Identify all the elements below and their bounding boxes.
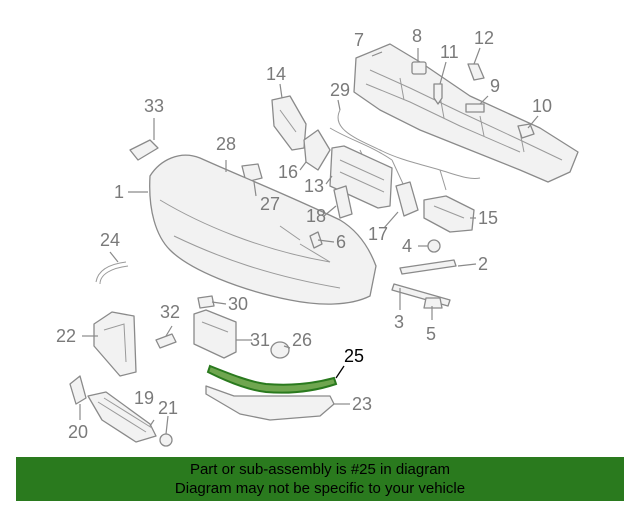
callout-30: 30 <box>228 294 248 314</box>
callout-12: 12 <box>474 28 494 48</box>
callout-13: 13 <box>304 176 324 196</box>
part-2-strip <box>399 259 457 275</box>
part-16-bracket <box>303 129 331 171</box>
callout-27: 27 <box>260 194 280 214</box>
part-8-clip <box>411 61 427 75</box>
callout-33: 33 <box>144 96 164 116</box>
callout-2: 2 <box>478 254 488 274</box>
part-1-bumper-cover <box>149 154 377 305</box>
callout-23: 23 <box>352 394 372 414</box>
part-4-clip <box>427 239 441 253</box>
part-10-nut <box>517 123 535 139</box>
callout-6: 6 <box>336 232 346 252</box>
callout-1: 1 <box>114 182 124 202</box>
callout-29: 29 <box>330 80 350 100</box>
part-29-wiring-harness <box>329 109 481 191</box>
callout-16: 16 <box>278 162 298 182</box>
callout-25-highlighted: 25 <box>344 346 364 366</box>
callout-10: 10 <box>532 96 552 116</box>
callout-8: 8 <box>412 26 422 46</box>
part-30-clip <box>197 295 215 309</box>
exploded-parts-diagram: 1 2 3 4 5 6 7 8 9 10 11 12 13 14 15 16 1… <box>56 26 579 447</box>
part-6-clip <box>309 231 323 249</box>
part-5-buffer <box>423 297 443 309</box>
callout-9: 9 <box>490 76 500 96</box>
callout-26: 26 <box>292 330 312 350</box>
part-32-bolt <box>155 333 177 349</box>
callout-17: 17 <box>368 224 388 244</box>
banner-line-disclaimer: Diagram may not be specific to your vehi… <box>174 480 466 497</box>
part-11-bolt <box>433 83 443 105</box>
callout-31: 31 <box>250 330 270 350</box>
part-19-grille-mesh <box>87 391 157 443</box>
part-27-sensor <box>241 163 263 183</box>
part-15-bracket <box>423 195 475 233</box>
part-7-reinforcement-bar <box>353 43 579 183</box>
callout-28: 28 <box>216 134 236 154</box>
part-24-molding <box>95 261 129 285</box>
callout-11: 11 <box>440 42 459 62</box>
callout-20: 20 <box>68 422 88 442</box>
callout-3: 3 <box>394 312 404 332</box>
part-23-lower-spoiler <box>205 385 335 421</box>
callout-4: 4 <box>402 236 412 256</box>
part-22-grille-frame <box>93 311 137 377</box>
callout-18: 18 <box>306 206 326 226</box>
part-9-screw <box>465 103 485 113</box>
callout-15: 15 <box>478 208 498 228</box>
part-20-grille <box>69 375 87 405</box>
part-14-bracket <box>271 95 307 151</box>
part-26-cap <box>270 341 290 359</box>
callout-5: 5 <box>426 324 436 344</box>
callout-24: 24 <box>100 230 120 250</box>
part-12-clip <box>467 63 485 81</box>
callout-21: 21 <box>158 398 178 418</box>
part-21-cap <box>159 433 173 447</box>
part-18-bracket <box>333 185 353 219</box>
callout-22: 22 <box>56 326 76 346</box>
part-25-trim-strip-highlighted <box>206 364 338 394</box>
callout-7: 7 <box>354 30 364 50</box>
callout-14: 14 <box>266 64 286 84</box>
callout-32: 32 <box>160 302 180 322</box>
leader-lines <box>79 47 539 435</box>
part-31-license-plate-bracket <box>193 309 237 359</box>
callout-19: 19 <box>134 388 154 408</box>
part-33-bolt <box>129 139 159 161</box>
part-17-bracket <box>395 181 419 217</box>
banner-line-part-info: Part or sub-assembly is #25 in diagram <box>189 461 451 478</box>
part-info-banner: Part or sub-assembly is #25 in diagram D… <box>16 457 624 501</box>
